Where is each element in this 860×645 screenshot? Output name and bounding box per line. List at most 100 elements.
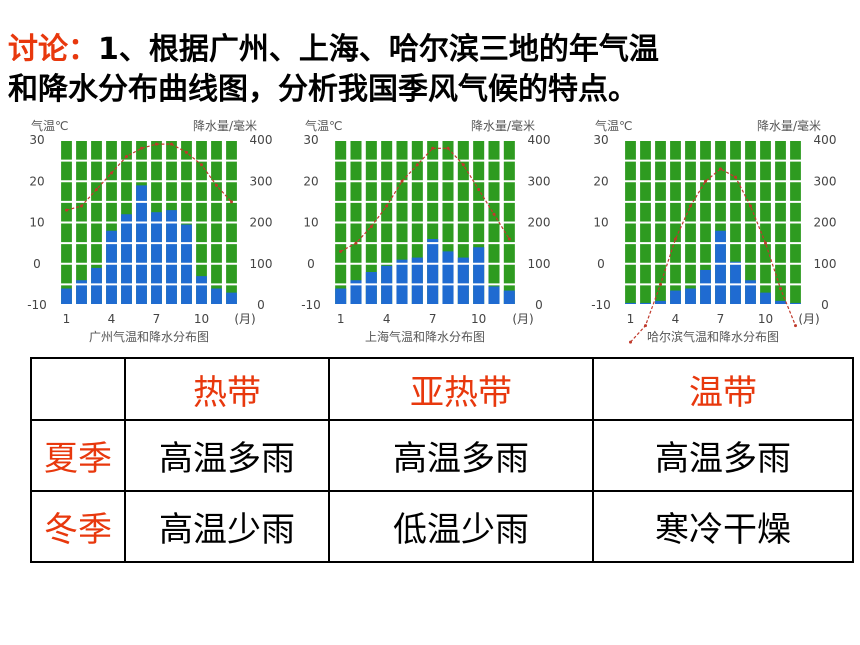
- temperature-line: [630, 168, 797, 343]
- precip-axis-label: 降水量/毫米: [193, 118, 257, 133]
- table-corner-cell: [30, 357, 126, 421]
- month-tick-label: 7: [429, 312, 437, 326]
- precip-tick-label: 0: [535, 298, 543, 312]
- precip-tick-label: 300: [528, 174, 551, 188]
- temp-tick-label: 0: [597, 257, 605, 271]
- temp-tick-label: 10: [303, 216, 318, 230]
- precip-tick-label: 300: [814, 174, 837, 188]
- precip-bar: [365, 272, 377, 305]
- month-tick-label: 1: [627, 312, 635, 326]
- month-tick-label: 1: [63, 312, 71, 326]
- precip-bar: [226, 292, 237, 305]
- temp-tick-label: 0: [33, 257, 41, 271]
- precip-bar: [91, 267, 102, 305]
- precip-bar: [745, 280, 756, 305]
- temperature-point: [794, 324, 797, 328]
- month-tick-label: 4: [383, 312, 391, 326]
- temperature-point: [719, 167, 722, 171]
- temperature-point: [400, 179, 404, 183]
- temp-tick-label: -10: [27, 298, 47, 312]
- temperature-point: [215, 183, 218, 187]
- title-line-2: 和降水分布曲线图，分析我国季风气候的特点。: [8, 72, 638, 107]
- month-tick-label: 7: [717, 312, 725, 326]
- month-tick-label: 4: [108, 312, 116, 326]
- temperature-line: [66, 143, 232, 211]
- month-tick-label: 7: [153, 312, 161, 326]
- precip-bar: [381, 265, 393, 305]
- temp-tick-label: 30: [29, 133, 44, 147]
- precip-tick-label: 400: [250, 133, 273, 147]
- precip-bar: [488, 286, 500, 305]
- precip-axis-label: 降水量/毫米: [471, 118, 535, 133]
- climate-table: 热带 亚热带 温带 夏季 高温多雨 高温多雨 高温多雨 冬季 高温少雨 低温少雨…: [30, 357, 854, 563]
- precip-tick-label: 100: [528, 257, 551, 271]
- temperature-point: [170, 142, 173, 146]
- temperature-point: [779, 287, 782, 290]
- precip-bar: [427, 239, 439, 305]
- month-tick-label: 4: [672, 312, 680, 326]
- temperature-point: [492, 212, 496, 216]
- precip-axis-label: 降水量/毫米: [757, 118, 821, 133]
- precip-bar: [625, 302, 636, 305]
- temperature-point: [230, 200, 233, 204]
- precip-bar: [715, 230, 726, 305]
- precip-tick-label: 200: [528, 216, 551, 230]
- temperature-point: [629, 340, 632, 344]
- table-cell: 寒冷干燥: [592, 490, 854, 563]
- precip-bar: [640, 302, 651, 305]
- temperature-point: [354, 241, 358, 245]
- header-temperate: 温带: [592, 357, 854, 421]
- table-cell: 高温多雨: [124, 419, 330, 492]
- table-header-row: 热带 亚热带 温带: [30, 357, 854, 421]
- chart-title: 哈尔滨气温和降水分布图: [647, 329, 779, 344]
- temperature-point: [749, 204, 752, 208]
- header-tropical: 热带: [124, 357, 330, 421]
- precip-bar: [196, 276, 207, 305]
- temperature-point: [185, 150, 188, 154]
- temperature-point: [65, 208, 68, 212]
- precip-tick-label: 400: [814, 133, 837, 147]
- precip-bar: [396, 259, 408, 305]
- temp-tick-label: -10: [591, 298, 611, 312]
- precip-bar: [503, 290, 515, 305]
- temp-tick-label: 10: [593, 216, 608, 230]
- month-unit-label: (月): [798, 312, 819, 326]
- temperature-line: [340, 147, 510, 252]
- temperature-point: [200, 163, 203, 167]
- precip-tick-label: 0: [257, 298, 265, 312]
- temperature-point: [659, 282, 662, 286]
- precip-tick-label: 100: [250, 257, 273, 271]
- temperature-point: [689, 204, 692, 208]
- temperature-point: [674, 237, 677, 241]
- temp-axis-label: 气温℃: [31, 118, 68, 133]
- month-unit-label: (月): [512, 312, 533, 326]
- precip-bar: [730, 261, 741, 305]
- month-tick-label: 1: [337, 312, 345, 326]
- temp-tick-label: 30: [593, 133, 608, 147]
- precip-bar: [760, 292, 771, 305]
- temp-tick-label: 20: [303, 174, 318, 188]
- precip-bar: [166, 210, 177, 305]
- precip-bar: [655, 300, 666, 305]
- precip-bar: [76, 280, 87, 305]
- temperature-point: [369, 225, 373, 229]
- temperature-point: [140, 146, 143, 150]
- discussion-title: 讨论：1、根据广州、上海、哈尔滨三地的年气温 和降水分布曲线图，分析我国季风气候…: [8, 30, 659, 110]
- temperature-point: [385, 204, 389, 208]
- precip-tick-label: 100: [814, 257, 837, 271]
- table-row-winter: 冬季 高温少雨 低温少雨 寒冷干燥: [30, 490, 854, 563]
- temperature-point: [704, 179, 707, 183]
- precip-bar: [685, 288, 696, 305]
- temperature-point: [461, 163, 465, 167]
- precip-tick-label: 0: [821, 298, 829, 312]
- title-line-1-text: 1、根据广州、上海、哈尔滨三地的年气温: [98, 32, 659, 67]
- table-cell: 高温多雨: [328, 419, 594, 492]
- table-cell: 低温少雨: [328, 490, 594, 563]
- title-prefix: 讨论：: [8, 32, 98, 67]
- precip-bar: [670, 290, 681, 305]
- temp-axis-label: 气温℃: [305, 118, 342, 133]
- temperature-point: [339, 249, 343, 253]
